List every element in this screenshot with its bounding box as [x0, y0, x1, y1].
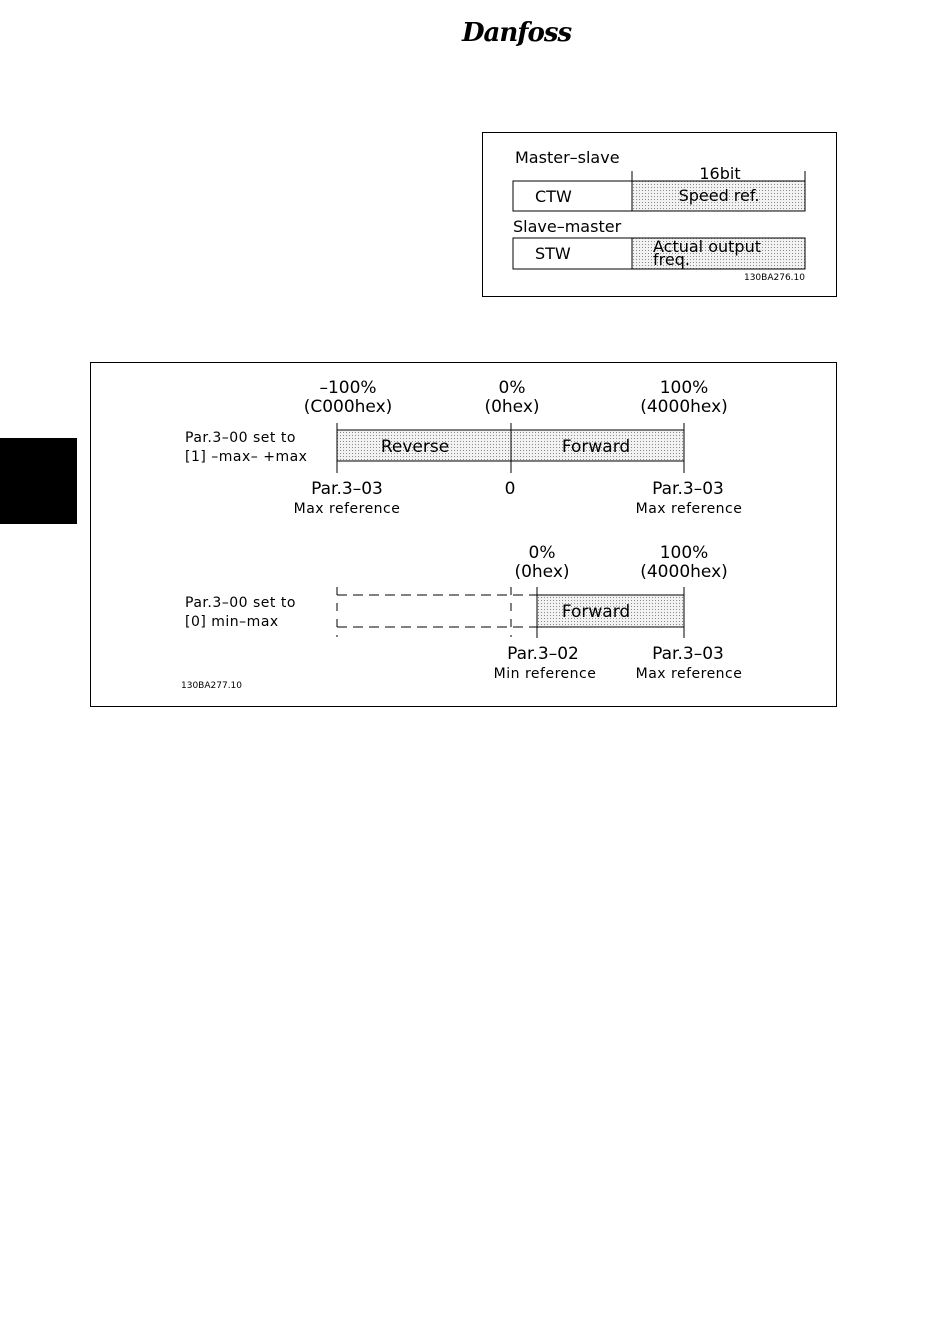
row2-right-hex: (4000hex): [640, 562, 728, 582]
row2-setting-line1: Par.3–00 set to: [185, 595, 296, 611]
ctw-cell: [512, 180, 633, 212]
row1-right-pct: 100%: [660, 378, 709, 398]
chapter-tab-marker: [0, 438, 77, 524]
row1-right-hex: (4000hex): [640, 397, 728, 417]
slave-master-label: Slave–master: [513, 217, 622, 236]
telegram-diagram: Master–slave 16bit CTW Speed ref. Slave–…: [512, 148, 806, 283]
row1-left-par: Par.3–03: [311, 479, 383, 499]
actual-output-line2: freq.: [653, 250, 690, 269]
row1-right-par: Par.3–03: [652, 479, 724, 499]
stw-cell: [512, 237, 633, 270]
row1-reverse-bar: [336, 429, 512, 462]
row1-setting-line2: [1] –max– +max: [185, 449, 307, 465]
master-slave-label: Master–slave: [515, 148, 620, 167]
row2-forward-bar: [536, 594, 685, 628]
row2-forward-label: Forward: [562, 602, 630, 622]
telegram-figure-id: 130BA276.10: [744, 273, 805, 283]
reference-scaling-figure: –100% (C000hex) 0% (0hex) 100% (4000hex)…: [90, 362, 837, 707]
row1-left-pct: –100%: [319, 378, 376, 398]
reference-diagram: –100% (C000hex) 0% (0hex) 100% (4000hex)…: [181, 378, 743, 691]
brand-name: Danfoss: [462, 18, 572, 48]
row2-min-par: Par.3–02: [507, 644, 579, 664]
row2-mid-hex: (0hex): [514, 562, 569, 582]
row1-forward-label: Forward: [562, 437, 630, 457]
stw-label: STW: [535, 244, 571, 263]
row1-left-ref: Max reference: [294, 501, 401, 517]
row2-setting-line2: [0] min–max: [185, 614, 279, 630]
row1-setting-line1: Par.3–00 set to: [185, 430, 296, 446]
bit-label: 16bit: [699, 164, 740, 183]
row2-right-par: Par.3–03: [652, 644, 724, 664]
row2-right-pct: 100%: [660, 543, 709, 563]
row2-right-ref: Max reference: [636, 666, 743, 682]
row2-mid-pct: 0%: [529, 543, 556, 563]
row1-mid-value: 0: [505, 479, 516, 499]
speed-ref-label: Speed ref.: [679, 186, 760, 205]
row1-mid-pct: 0%: [499, 378, 526, 398]
reference-figure-id: 130BA277.10: [181, 681, 242, 691]
row1-left-hex: (C000hex): [304, 397, 393, 417]
row2-min-ref: Min reference: [494, 666, 597, 682]
actual-output-cell: [631, 237, 806, 270]
telegram-figure: Master–slave 16bit CTW Speed ref. Slave–…: [482, 132, 837, 297]
actual-output-line1: Actual output: [653, 237, 761, 256]
danfoss-logo: Danfoss: [462, 18, 572, 52]
row1-right-ref: Max reference: [636, 501, 743, 517]
ctw-label: CTW: [535, 187, 572, 206]
speed-ref-cell: [631, 180, 806, 212]
row1-mid-hex: (0hex): [484, 397, 539, 417]
row1-reverse-label: Reverse: [381, 437, 449, 457]
